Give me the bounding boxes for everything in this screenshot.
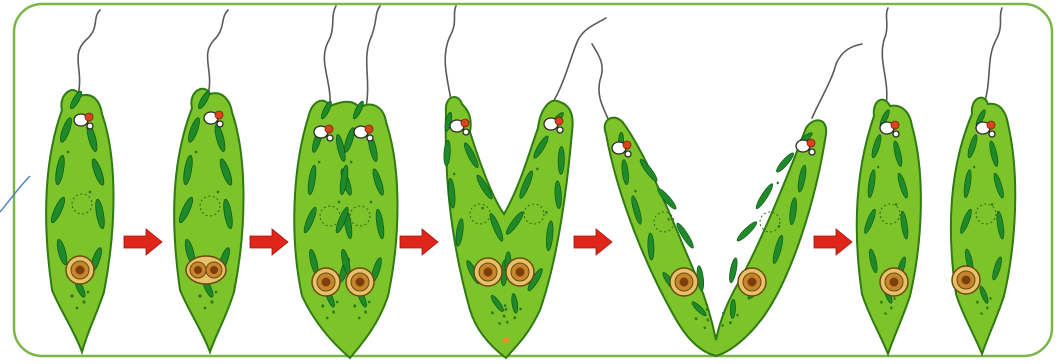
stage-3-nucleus-right — [346, 268, 374, 296]
stage-2-nucleus — [186, 256, 226, 284]
stage-6-nucleus-right — [952, 266, 980, 294]
stage-6-nucleus-left — [880, 268, 908, 296]
stage-5-nucleus-left — [670, 268, 698, 296]
stage-5-nucleus-right — [738, 268, 766, 296]
stage-3-nucleus-left — [312, 268, 340, 296]
stage-4-nucleus-right — [506, 258, 534, 286]
stage-1-nucleus — [66, 256, 94, 284]
stage-4-nucleus-left — [474, 258, 502, 286]
